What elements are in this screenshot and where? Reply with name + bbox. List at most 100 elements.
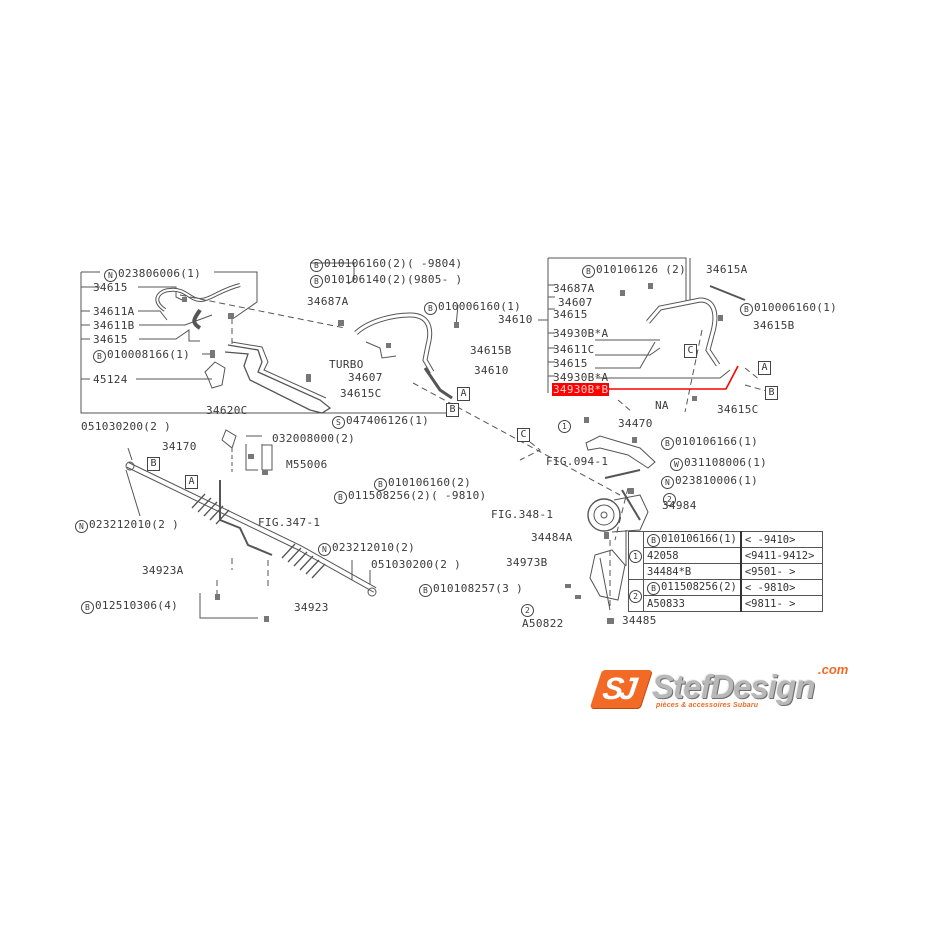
part-label: 34170 (162, 440, 197, 453)
group-cell: 1 (628, 531, 644, 580)
group-cell: 2 (628, 579, 644, 612)
prefix-circle-icon: B (661, 437, 674, 450)
ref-1-circle-icon: 1 (558, 420, 571, 433)
part-label: 34687A (307, 295, 349, 308)
part-label: 2 (663, 492, 677, 506)
part-label: 34615 (553, 357, 588, 370)
part-label: 34611C (553, 343, 595, 356)
prefix-circle-icon: B (647, 581, 660, 595)
connector-a: A (185, 475, 198, 489)
part-label: 34923 (294, 601, 329, 614)
part-label: 34615 (93, 333, 128, 346)
prefix-circle-icon: W (670, 458, 683, 471)
ref-1-circle-icon: 1 (629, 549, 642, 563)
part-label-highlighted[interactable]: 34930B*B (552, 383, 610, 396)
part-label: M55006 (286, 458, 328, 471)
prefix-circle-icon: N (104, 269, 117, 282)
part-label: 34484A (531, 531, 573, 544)
part-label: 45124 (93, 373, 128, 386)
part-label: 34607 (558, 296, 593, 309)
connector-a: A (457, 387, 470, 401)
ref-2-circle-icon: 2 (629, 589, 642, 603)
part-label: 34615 (553, 308, 588, 321)
stefdesign-logo[interactable]: SJ StefDesign .com pièces & accessoires … (589, 662, 856, 716)
part-label: 34615C (340, 387, 382, 400)
prefix-circle-icon: B (419, 584, 432, 597)
part-label: 34620C (206, 404, 248, 417)
prefix-circle-icon: N (75, 520, 88, 533)
connector-c: C (684, 344, 697, 358)
part-label: 34930B*A (553, 371, 609, 384)
date-cell: < -9410> (739, 531, 823, 548)
connector-a: A (758, 361, 771, 375)
part-label: 34611A (93, 305, 135, 318)
part-label: A50822 (522, 617, 564, 630)
table-row: 42058 <9411-9412> (629, 547, 823, 564)
part-label: 34615 (93, 281, 128, 294)
part-label: 34930B*A (553, 327, 609, 340)
prefix-circle-icon: B (334, 491, 347, 504)
part-label: 34984 (662, 499, 697, 512)
logo-mark-icon: SJ (589, 670, 653, 708)
figure-reference[interactable]: FIG.094-1 (546, 455, 609, 468)
date-cell: <9501- > (739, 563, 823, 580)
prefix-circle-icon: N (318, 543, 331, 556)
part-label: 051030200(2 ) (371, 558, 461, 571)
date-cell: <9811- > (739, 595, 823, 612)
figure-reference[interactable]: FIG.347-1 (258, 516, 321, 529)
part-cell: 42058 (642, 547, 742, 564)
part-label: 34611B (93, 319, 135, 332)
prefix-circle-icon: N (661, 476, 674, 489)
logo-wordmark: StefDesign (652, 668, 815, 705)
part-label: 032008000(2) (272, 432, 356, 445)
date-cell: < -9810> (739, 579, 823, 596)
part-label: 34615B (470, 344, 512, 357)
prefix-circle-icon: S (332, 416, 345, 429)
prefix-circle-icon: B (582, 265, 595, 278)
connector-b: B (446, 403, 459, 417)
prefix-circle-icon: B (740, 303, 753, 316)
prefix-circle-icon: B (424, 302, 437, 315)
connector-b: B (147, 457, 160, 471)
part-label: NA (655, 399, 669, 412)
part-label: 34615B (753, 319, 795, 332)
prefix-circle-icon: B (93, 350, 106, 363)
prefix-circle-icon: B (647, 533, 660, 547)
part-label: 34687A (553, 282, 595, 295)
part-label: TURBO (329, 358, 364, 371)
part-label: 34470 (618, 417, 653, 430)
connector-b: B (765, 386, 778, 400)
part-label: 34923A (142, 564, 184, 577)
logo-tagline: pièces & accessoires Subaru (656, 702, 759, 709)
table-row: 34484*B <9501- > (629, 563, 823, 580)
part-label: 34607 (348, 371, 383, 384)
part-label: 051030200(2 ) (81, 420, 171, 433)
prefix-circle-icon: B (374, 478, 387, 491)
figure-reference[interactable]: FIG.348-1 (491, 508, 554, 521)
part-label: 34610 (474, 364, 509, 377)
part-label: 2 (521, 603, 535, 617)
prefix-circle-icon: B (310, 275, 323, 288)
